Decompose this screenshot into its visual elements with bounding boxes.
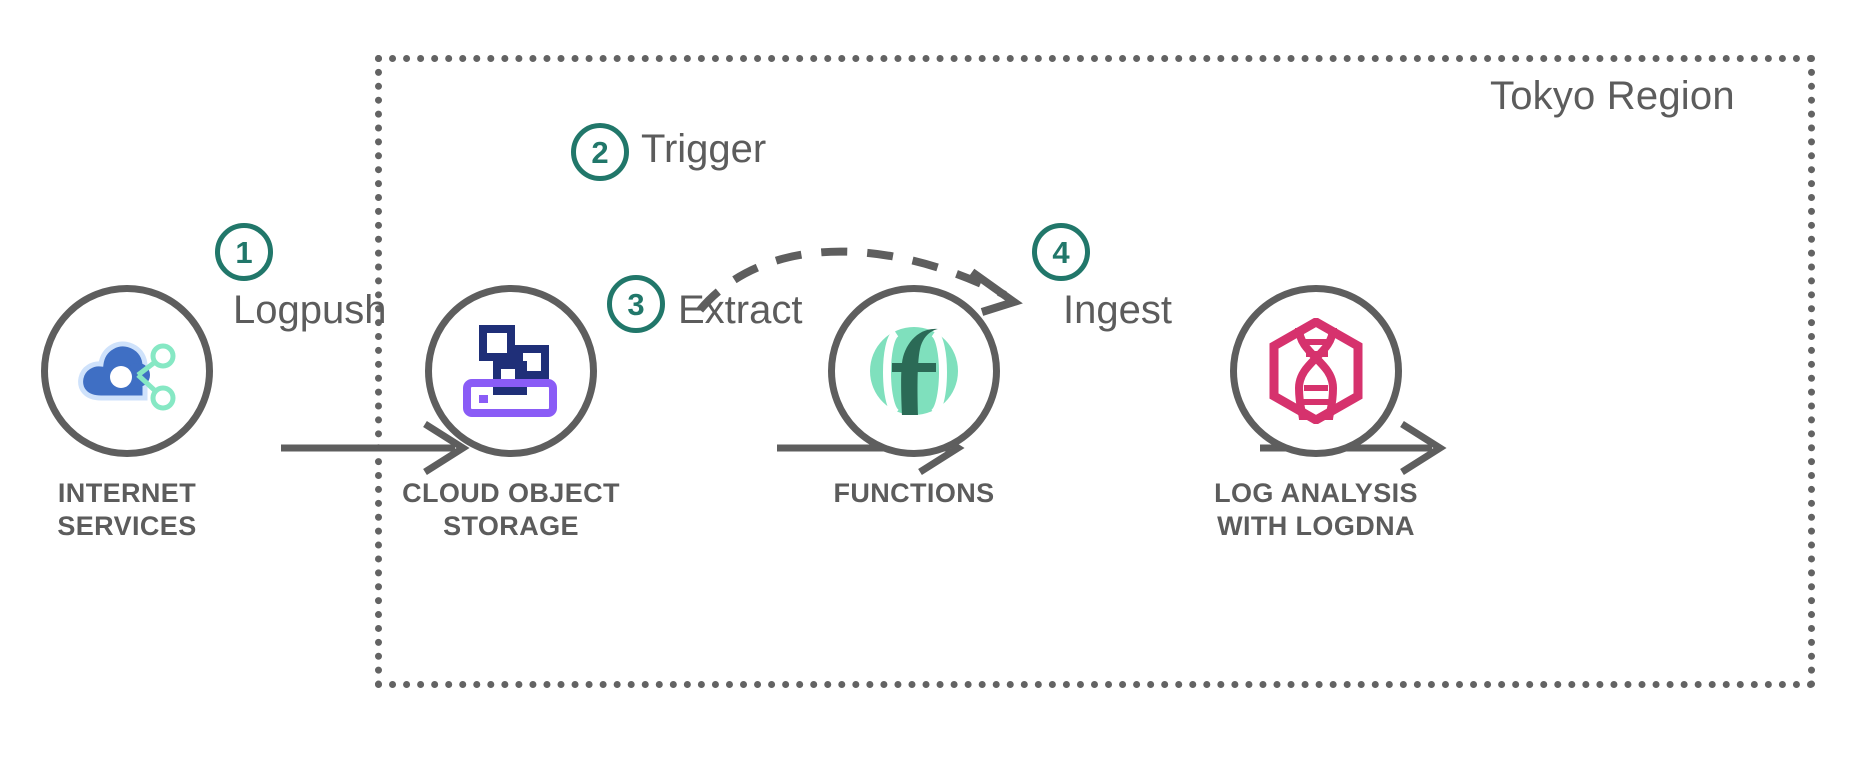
object-storage-icon	[463, 325, 557, 417]
node-cloud-object-storage[interactable]: CLOUD OBJECT STORAGE	[371, 285, 651, 543]
step-badge-4: 4	[1032, 223, 1090, 281]
step-label-trigger: Trigger	[641, 127, 767, 171]
step-label-ingest: Ingest	[1063, 288, 1172, 332]
functions-f-icon	[870, 327, 958, 417]
cloud-network-icon	[78, 341, 176, 411]
node-caption: INTERNET SERVICES	[57, 478, 197, 541]
node-circle	[41, 285, 213, 457]
node-internet-services[interactable]: INTERNET SERVICES	[0, 285, 267, 543]
step-badge-2: 2	[571, 123, 629, 181]
node-caption: LOG ANALYSIS WITH LOGDNA	[1214, 478, 1418, 541]
step-badge-1: 1	[215, 223, 273, 281]
node-circle	[828, 285, 1000, 457]
node-circle	[425, 285, 597, 457]
node-caption: CLOUD OBJECT STORAGE	[402, 478, 620, 541]
node-log-analysis-logdna[interactable]: LOG ANALYSIS WITH LOGDNA	[1176, 285, 1456, 543]
step-label-logpush: Logpush	[233, 288, 387, 332]
logdna-hexagon-dna-icon	[1269, 318, 1363, 424]
step-badge-3: 3	[607, 275, 665, 333]
node-circle	[1230, 285, 1402, 457]
region-title: Tokyo Region	[1490, 74, 1735, 118]
tokyo-region-boundary	[375, 55, 1815, 688]
node-caption: FUNCTIONS	[833, 478, 995, 508]
step-label-extract: Extract	[678, 288, 803, 332]
node-functions[interactable]: FUNCTIONS	[774, 285, 1054, 510]
